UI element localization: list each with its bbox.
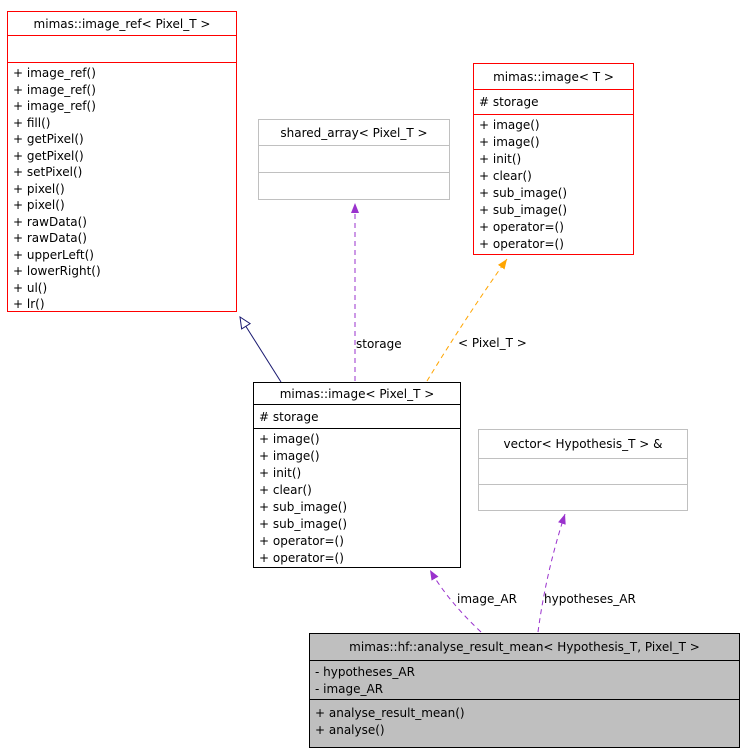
- attributes-section: # storage: [254, 404, 460, 428]
- attributes-section: # storage: [474, 89, 633, 114]
- method-item: + clear(): [479, 169, 532, 183]
- methods-section: + analyse_result_mean() + analyse(): [310, 699, 739, 739]
- class-title: mimas::image< Pixel_T >: [279, 386, 435, 401]
- method-item: + lowerRight(): [13, 264, 101, 278]
- inheritance-edge: [239, 315, 282, 383]
- method-item: + sub_image(): [479, 186, 568, 200]
- template-instantiation-edge: [426, 258, 508, 382]
- edge-label-image-ar: image_AR: [457, 592, 517, 606]
- method-item: + image_ref(): [13, 82, 96, 97]
- method-item: + sub_image(): [259, 517, 348, 531]
- methods-section: + image() + image() + init() + clear() +…: [254, 428, 460, 567]
- attributes-section: [479, 458, 687, 484]
- method-item: + upperLeft(): [13, 247, 94, 262]
- method-item: + pixel(): [13, 181, 65, 196]
- method-item: + setPixel(): [13, 165, 83, 179]
- method-item: + rawData(): [13, 231, 87, 245]
- method-item: + fill(): [13, 115, 51, 130]
- method-item: + image(): [259, 449, 320, 463]
- method-item: + clear(): [259, 483, 312, 497]
- method-item: + analyse_result_mean(): [315, 706, 465, 720]
- class-title: shared_array< Pixel_T >: [280, 125, 428, 140]
- class-title: mimas::image< T >: [493, 69, 614, 84]
- method-item: + lr(): [13, 297, 45, 311]
- edge-label-template-args: < Pixel_T >: [458, 336, 527, 350]
- attribute-item: # storage: [479, 95, 539, 109]
- method-item: + operator=(): [479, 237, 564, 251]
- class-box-image-ref[interactable]: mimas::image_ref< Pixel_T > + image_ref(…: [7, 11, 237, 312]
- method-item: + operator=(): [259, 534, 344, 548]
- methods-section: [479, 484, 687, 509]
- attribute-item: - hypotheses_AR: [315, 665, 415, 679]
- method-item: + sub_image(): [479, 203, 568, 217]
- edge-label-storage: storage: [356, 337, 402, 351]
- method-item: + image(): [479, 118, 540, 132]
- hypotheses-ar-edge: [537, 513, 566, 633]
- attributes-section: [259, 145, 449, 172]
- class-title: mimas::image_ref< Pixel_T >: [33, 16, 211, 31]
- method-item: + sub_image(): [259, 500, 348, 514]
- method-item: + image(): [259, 432, 320, 446]
- attribute-item: # storage: [259, 410, 319, 424]
- method-item: + rawData(): [13, 214, 87, 229]
- method-item: + pixel(): [13, 198, 65, 212]
- edge-label-hypotheses-ar: hypotheses_AR: [544, 592, 636, 606]
- class-box-image-t[interactable]: mimas::image< T > # storage + image() + …: [473, 63, 634, 255]
- attributes-section: - hypotheses_AR - image_AR: [310, 660, 739, 699]
- method-item: + getPixel(): [13, 148, 84, 163]
- methods-section: + image() + image() + init() + clear() +…: [474, 114, 633, 253]
- method-item: + image_ref(): [13, 66, 96, 80]
- method-item: + init(): [259, 466, 302, 480]
- method-item: + image(): [479, 135, 540, 149]
- attributes-section: [8, 35, 236, 62]
- class-box-analyse-result-mean[interactable]: mimas::hf::analyse_result_mean< Hypothes…: [309, 633, 740, 748]
- methods-section: [259, 172, 449, 199]
- method-item: + operator=(): [259, 551, 344, 565]
- attribute-item: - image_AR: [315, 682, 384, 696]
- class-box-image-pixel-t[interactable]: mimas::image< Pixel_T > # storage + imag…: [253, 382, 461, 568]
- method-item: + operator=(): [479, 220, 564, 234]
- image-ar-edge: [429, 569, 482, 633]
- class-title: mimas::hf::analyse_result_mean< Hypothes…: [349, 640, 700, 654]
- method-item: + init(): [479, 152, 522, 166]
- method-item: + analyse(): [315, 723, 385, 737]
- methods-section: + image_ref() + image_ref() + image_ref(…: [8, 62, 236, 313]
- class-box-shared-array[interactable]: shared_array< Pixel_T >: [258, 119, 450, 200]
- class-title: vector< Hypothesis_T > &: [503, 437, 663, 451]
- class-box-vector-hypothesis[interactable]: vector< Hypothesis_T > &: [478, 429, 688, 511]
- method-item: + image_ref(): [13, 99, 96, 113]
- method-item: + getPixel(): [13, 132, 84, 146]
- method-item: + ul(): [13, 280, 48, 295]
